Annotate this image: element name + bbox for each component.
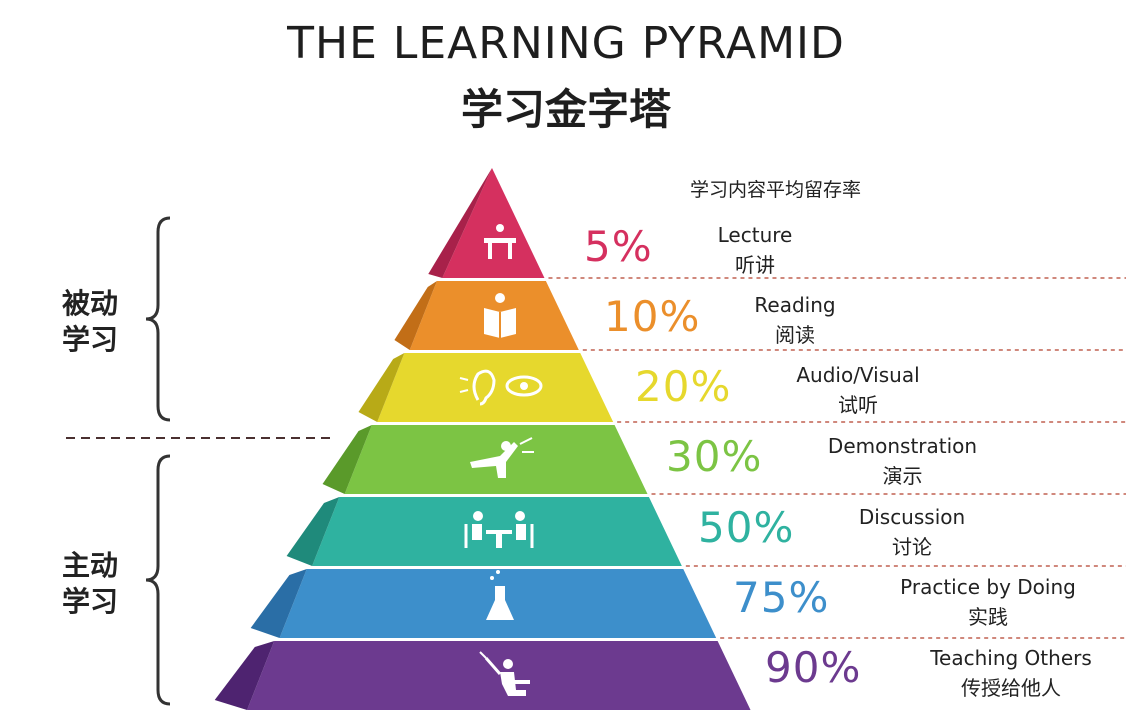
level-label-en: Teaching Others [930,646,1092,670]
discussion-people-icon [464,511,534,548]
active-brace-icon [145,454,171,706]
demonstration-person-icon [470,437,534,478]
level-label-teaching: Teaching Others 传授给他人 [906,643,1116,703]
level-label-en: Demonstration [827,434,978,458]
level-label-zh: 阅读 [775,323,815,347]
level-label-zh: 讨论 [892,535,932,559]
level-label-zh: 演示 [882,464,923,488]
active-learning-label: 主动 学习 [62,548,118,620]
pyramid-level-side [394,281,437,350]
flask-icon [486,570,514,620]
level-label-en: Audio/Visual [796,363,920,387]
level-label-demonstration: Demonstration 演示 [800,431,1005,491]
level-label-zh: 传授给他人 [961,676,1061,700]
pyramid-level-side [322,425,372,494]
level-label-en: Reading [754,293,836,317]
level-percent-lecture: 5% [584,222,653,271]
level-label-reading: Reading 阅读 [720,290,870,350]
level-label-audio-visual: Audio/Visual 试听 [768,360,948,420]
passive-learning-text: 被动 学习 [62,287,119,356]
retention-column-header: 学习内容平均留存率 [690,179,862,201]
level-label-en: Discussion [858,505,966,529]
pyramid-level-front [377,353,614,422]
page-title: THE LEARNING PYRAMID [287,18,845,69]
level-percent-demonstration: 30% [666,432,763,481]
pyramid-level-front [247,641,751,710]
level-percent-practice: 75% [733,573,830,622]
level-percent-discussion: 50% [698,503,795,552]
active-learning-text: 主动 学习 [62,549,119,618]
pyramid-level-side [286,497,340,566]
pyramid-level-side [250,569,307,638]
pyramid-level-side [428,168,492,278]
level-percent-audio-visual: 20% [635,362,732,411]
ear-eye-icon [459,369,543,406]
level-label-zh: 听讲 [735,253,775,277]
reading-book-icon [484,293,516,338]
level-label-en: Lecture [717,223,793,247]
level-label-lecture: Lecture 听讲 [680,220,830,280]
level-percent-teaching: 90% [765,643,862,692]
level-percent-reading: 10% [604,292,701,341]
level-label-zh: 实践 [968,605,1008,629]
level-label-zh: 试听 [838,393,878,417]
pyramid-level-side [214,641,275,710]
passive-learning-label: 被动 学习 [62,286,118,358]
pyramid-level-top [442,168,545,278]
level-label-discussion: Discussion 讨论 [832,502,992,562]
level-label-practice: Practice by Doing 实践 [870,572,1106,632]
teacher-pointer-icon [479,651,530,696]
pyramid-level-side [358,353,405,422]
level-label-en: Practice by Doing [900,575,1076,599]
page-subtitle: 学习金字塔 [460,85,671,134]
lecture-podium-icon [484,224,516,259]
passive-brace-icon [145,216,171,422]
